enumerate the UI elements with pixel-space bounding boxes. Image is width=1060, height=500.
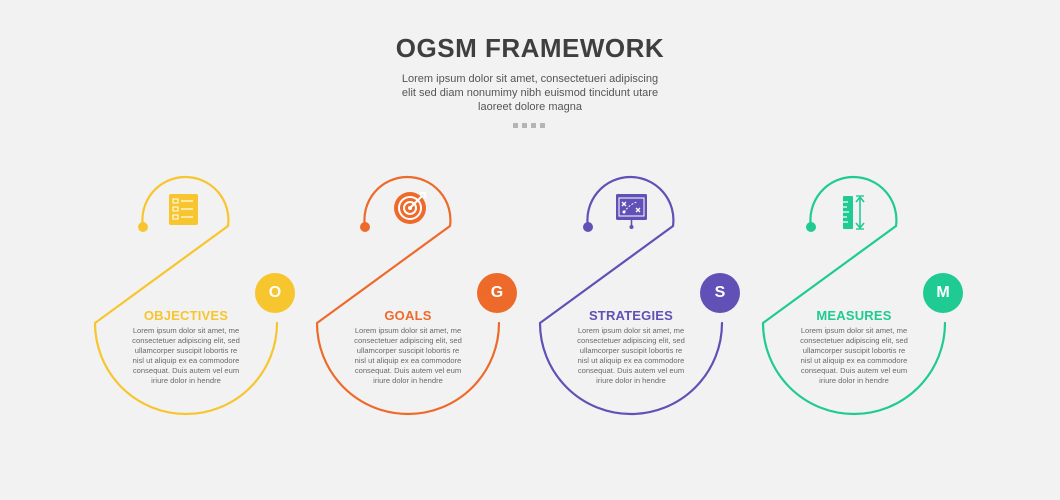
dot	[513, 123, 518, 128]
desc-line: ullamcorper suscipit lobortis re	[802, 346, 906, 355]
step-dot	[138, 222, 148, 232]
step-outline	[93, 175, 279, 416]
step-goals-badge: G	[477, 273, 517, 313]
dot	[522, 123, 527, 128]
step-strategies-shape	[538, 175, 724, 416]
dot	[540, 123, 545, 128]
desc-line: ullamcorper suscipit lobortis re	[356, 346, 460, 355]
desc-line: iriure dolor in hendre	[819, 376, 889, 385]
desc-line: ullamcorper suscipit lobortis re	[579, 346, 683, 355]
desc-line: Lorem ipsum dolor sit amet, me	[132, 326, 240, 335]
subtitle-line: laoreet dolore magna	[478, 101, 582, 113]
step-objectives-badge: O	[255, 273, 295, 313]
desc-line: consectetuer adipiscing elit, sed	[354, 336, 462, 345]
step-strategies-description: Lorem ipsum dolor sit amet, me consectet…	[551, 326, 711, 386]
step-measures-description: Lorem ipsum dolor sit amet, me consectet…	[774, 326, 934, 386]
desc-line: Lorem ipsum dolor sit amet, me	[577, 326, 685, 335]
dot	[531, 123, 536, 128]
subtitle-line: elit sed diam nonumimy nibh euismod tinc…	[401, 87, 659, 99]
strategy-board-icon	[616, 194, 647, 229]
ruler-measure-icon	[843, 195, 865, 230]
checklist-icon	[169, 194, 198, 225]
page-subtitle: Lorem ipsum dolor sit amet, consectetuer…	[380, 72, 680, 114]
desc-line: ullamcorper suscipit lobortis re	[134, 346, 238, 355]
desc-line: consectetuer adipiscing elit, sed	[577, 336, 685, 345]
desc-line: consequat. Duis autem vel eum	[132, 366, 240, 375]
step-dot	[583, 222, 593, 232]
step-strategies-badge: S	[700, 273, 740, 313]
step-strategies-label: STRATEGIES	[588, 308, 674, 323]
step-objectives-description: Lorem ipsum dolor sit amet, me consectet…	[106, 326, 266, 386]
desc-line: Lorem ipsum dolor sit amet, me	[800, 326, 908, 335]
step-outline	[315, 175, 501, 416]
step-objectives-label: OBJECTIVES	[143, 308, 229, 323]
desc-line: iriure dolor in hendre	[596, 376, 666, 385]
step-measures-label: MEASURES	[816, 308, 892, 323]
step-outline	[761, 175, 947, 416]
desc-line: consectetuer adipiscing elit, sed	[132, 336, 240, 345]
step-goals-label: GOALS	[384, 308, 432, 323]
step-dot	[360, 222, 370, 232]
subtitle-line: Lorem ipsum dolor sit amet, consectetuer…	[401, 73, 659, 85]
decorative-dots	[513, 123, 545, 128]
desc-line: consequat. Duis autem vel eum	[577, 366, 685, 375]
desc-line: nisl ut aliquip ex ea commodore	[800, 356, 908, 365]
desc-line: iriure dolor in hendre	[151, 376, 221, 385]
target-icon	[394, 192, 426, 224]
step-measures-shape	[761, 175, 947, 416]
desc-line: consectetuer adipiscing elit, sed	[800, 336, 908, 345]
desc-line: consequat. Duis autem vel eum	[354, 366, 462, 375]
step-goals-description: Lorem ipsum dolor sit amet, me consectet…	[328, 326, 488, 386]
page-title: OGSM FRAMEWORK	[395, 33, 665, 63]
step-dot	[806, 222, 816, 232]
step-objectives-shape	[93, 175, 279, 416]
desc-line: iriure dolor in hendre	[373, 376, 443, 385]
desc-line: consequat. Duis autem vel eum	[800, 366, 908, 375]
step-goals-shape	[315, 175, 501, 416]
desc-line: nisl ut aliquip ex ea commodore	[577, 356, 685, 365]
step-outline	[538, 175, 724, 416]
desc-line: nisl ut aliquip ex ea commodore	[132, 356, 240, 365]
desc-line: nisl ut aliquip ex ea commodore	[354, 356, 462, 365]
desc-line: Lorem ipsum dolor sit amet, me	[354, 326, 462, 335]
step-measures-badge: M	[923, 273, 963, 313]
